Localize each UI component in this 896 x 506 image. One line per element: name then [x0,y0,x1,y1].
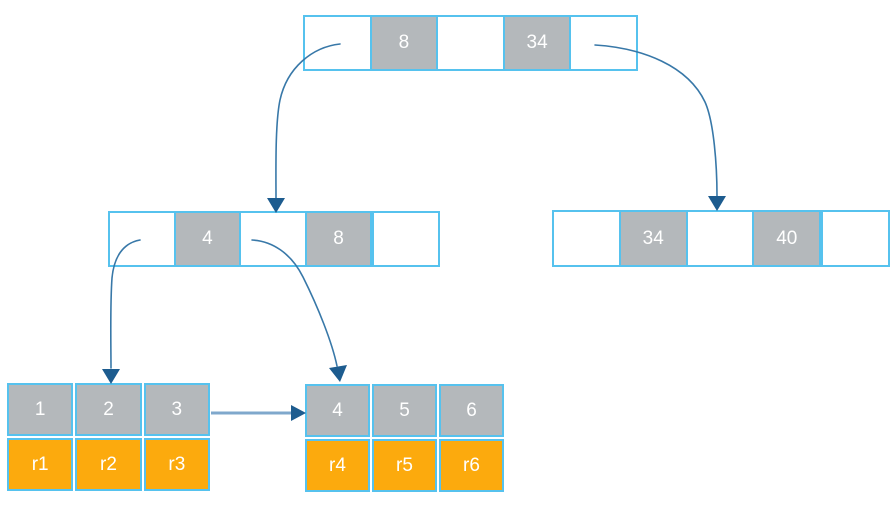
internal-right-pointer-cell-2 [823,212,888,265]
leaf-left-key-cell-3: 3 [143,383,210,436]
sibling-link-arrowhead [291,405,306,421]
internal-left-key-cell-8: 8 [306,213,375,265]
leaf-right-key-cell-6: 6 [439,384,504,437]
leaf-right-key-cell-4: 4 [305,384,370,437]
leaf-right-record-cell-r5: r5 [372,439,437,492]
root-pointer-cell-1 [438,17,505,69]
leaf-right-record-cell-r4: r4 [305,439,370,492]
internal-right-key-cell-34: 34 [620,212,688,265]
leaf-right-key-cell-5: 5 [372,384,437,437]
internal-right-pointer-cell-1 [688,212,755,265]
internal-node-left: 4 8 [108,211,440,267]
root-pointer-cell-2 [571,17,636,69]
root-key-cell-8: 8 [371,17,439,69]
leaf-left-record-cell-r3: r3 [143,438,210,491]
internal-left-key-cell-4: 4 [175,213,242,265]
leaf-node-right: 4 5 6 r4 r5 r6 [305,384,504,492]
internal-left-pointer-cell-1 [241,213,307,265]
internal-left-pointer-cell-0 [110,213,176,265]
internal-right-key-cell-40: 40 [754,212,824,265]
internal-node-right: 34 40 [552,210,890,267]
leaf-left-record-cell-r1: r1 [7,438,74,491]
arrowhead-internal-left-to-leaf-left [102,369,120,384]
leaf-left-key-cell-1: 1 [7,383,74,436]
root-pointer-cell-0 [305,17,372,69]
leaf-right-record-cell-r6: r6 [439,439,504,492]
leaf-node-left: 1 2 3 r1 r2 r3 [7,383,210,491]
root-key-cell-34: 34 [504,17,572,69]
internal-right-pointer-cell-0 [554,212,621,265]
arrowhead-internal-left-to-leaf-right [329,365,347,382]
internal-left-pointer-cell-2 [374,213,438,265]
root-node: 8 34 [303,15,638,71]
leaf-left-key-cell-2: 2 [75,383,142,436]
arrowhead-root-to-internal-right [708,196,726,211]
leaf-left-record-cell-r2: r2 [75,438,142,491]
